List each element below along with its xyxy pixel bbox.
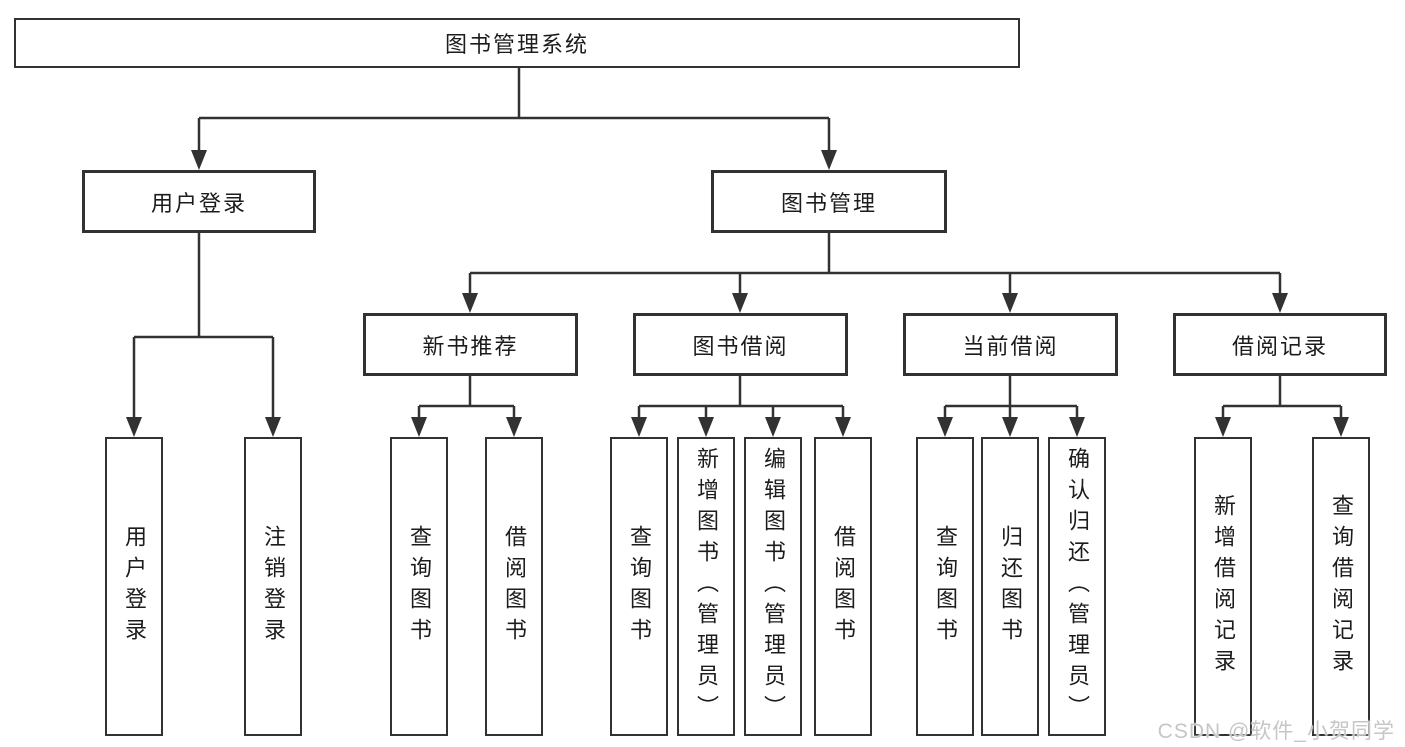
leaf-add-borrow-record-label: 新增借阅记录: [1211, 493, 1236, 680]
node-user-login-branch: 用户登录: [82, 170, 316, 233]
node-library-system: 图书管理系统: [14, 18, 1020, 68]
leaf-return-books-label: 归还图书: [998, 524, 1023, 649]
leaf-user-login-label: 用户登录: [122, 524, 147, 649]
leaf-logout: 注销登录: [244, 437, 302, 736]
node-book-borrowing: 图书借阅: [633, 313, 848, 376]
node-book-borrowing-label: 图书借阅: [692, 333, 789, 359]
node-new-book-recommendation-label: 新书推荐: [422, 333, 519, 359]
node-book-management: 图书管理: [711, 170, 947, 233]
arrowheads: [126, 150, 1349, 437]
leaf-borrowing-borrow-books-label: 借阅图书: [831, 524, 856, 649]
leaf-add-borrow-record: 新增借阅记录: [1194, 437, 1252, 736]
leaf-recommend-borrow-books: 借阅图书: [485, 437, 543, 736]
csdn-watermark: CSDN @软件_小贺同学: [1157, 720, 1395, 743]
leaf-borrowing-query-books-label: 查询图书: [627, 524, 652, 649]
leaf-recommend-query-books-label: 查询图书: [407, 524, 432, 649]
node-borrow-records-label: 借阅记录: [1231, 333, 1328, 359]
leaf-current-query-books: 查询图书: [916, 437, 974, 736]
node-borrow-records: 借阅记录: [1173, 313, 1387, 376]
leaf-confirm-return-admin-label: 确认归还（管理员）: [1065, 447, 1090, 726]
leaf-borrowing-query-books: 查询图书: [610, 437, 668, 736]
leaf-current-query-books-label: 查询图书: [933, 524, 958, 649]
leaf-add-books-admin-label: 新增图书（管理员）: [694, 447, 719, 726]
node-current-borrowing: 当前借阅: [903, 313, 1118, 376]
leaf-user-login: 用户登录: [105, 437, 163, 736]
leaf-logout-label: 注销登录: [261, 524, 286, 649]
leaf-query-borrow-record: 查询借阅记录: [1312, 437, 1370, 736]
leaf-edit-books-admin: 编辑图书（管理员）: [744, 437, 802, 736]
leaf-recommend-borrow-books-label: 借阅图书: [502, 524, 527, 649]
leaf-borrowing-borrow-books: 借阅图书: [814, 437, 872, 736]
node-library-system-label: 图书管理系统: [444, 32, 589, 57]
node-book-management-label: 图书管理: [780, 190, 877, 216]
leaf-query-borrow-record-label: 查询借阅记录: [1329, 493, 1354, 680]
leaf-edit-books-admin-label: 编辑图书（管理员）: [761, 447, 786, 726]
node-user-login-branch-label: 用户登录: [150, 190, 247, 216]
node-new-book-recommendation: 新书推荐: [363, 313, 578, 376]
leaf-recommend-query-books: 查询图书: [390, 437, 448, 736]
leaf-add-books-admin: 新增图书（管理员）: [677, 437, 735, 736]
leaf-confirm-return-admin: 确认归还（管理员）: [1048, 437, 1106, 736]
node-current-borrowing-label: 当前借阅: [962, 333, 1059, 359]
leaf-return-books: 归还图书: [981, 437, 1039, 736]
